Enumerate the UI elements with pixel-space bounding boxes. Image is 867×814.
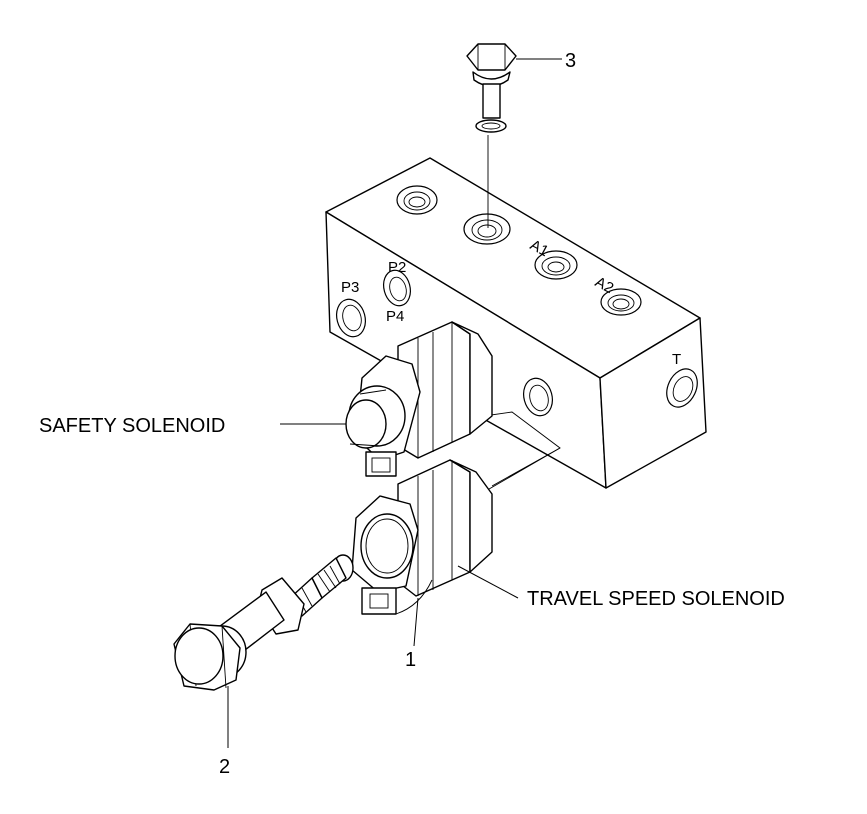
callout-safety-solenoid: SAFETY SOLENOID [39,415,225,437]
safety-solenoid-coil-ring-4 [451,321,493,435]
bolt-3-shank [482,83,501,119]
cartridge-valve-2 [173,554,354,691]
port-label-a1: A1 [527,237,551,261]
travel-solenoid-bore [360,513,414,579]
port-top-rear [396,185,438,215]
port-t-hole [666,368,698,408]
valve-block-right-face [599,317,707,489]
port-side-lower [523,377,553,417]
safety-solenoid-cap-face [345,399,387,449]
callout-travel-speed-solenoid: TRAVEL SPEED SOLENOID [527,588,785,610]
port-p3-hole [336,298,366,338]
callout-1-leader [413,597,419,647]
port-label-a2: A2 [592,274,616,298]
side-ports [336,269,698,417]
port-a2-hole [600,288,642,316]
travel-solenoid-connector [361,587,397,615]
travel-solenoid-coil-ring-4 [449,459,493,573]
travel-solenoid-leader [457,565,519,599]
bolt-3-washer [472,71,511,87]
bolt-3-head [466,43,517,71]
callout-1: 1 [405,649,416,671]
safety-solenoid [345,321,493,477]
port-label-t: T [672,351,681,368]
port-label-p4: P4 [386,308,404,325]
assembly-guide-line-a [491,447,561,487]
bolt-3-oring [475,119,507,133]
bolt-3 [466,43,562,228]
cartridge-head-face [174,627,224,685]
travel-solenoid-connector-hook [395,579,433,615]
top-ports [396,185,642,316]
travel-speed-solenoid [351,459,493,615]
callout-2: 2 [219,756,230,778]
port-label-p3: P3 [341,279,359,296]
callout-3: 3 [565,50,576,72]
port-top-bolt-hole [463,213,511,245]
port-a1-hole [534,250,578,280]
port-label-p2: P2 [388,259,406,276]
port-p2-hole [383,269,411,307]
